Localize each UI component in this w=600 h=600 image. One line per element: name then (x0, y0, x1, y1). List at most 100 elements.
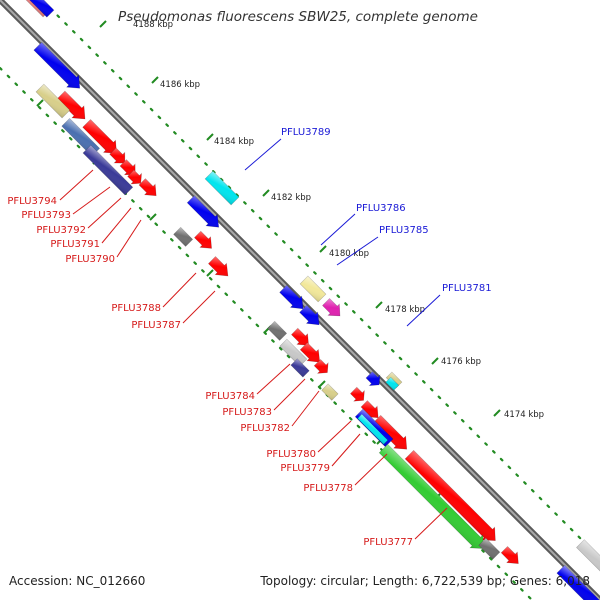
gene-red-e (127, 169, 142, 185)
gene-label-pflu3779: PFLU3779 (280, 463, 330, 474)
gene-shade (57, 91, 86, 119)
gene-label-pflu3787: PFLU3787 (131, 320, 181, 331)
gene-label-pflu3786: PFLU3786 (356, 203, 406, 214)
scale-label: 4186 kbp (160, 80, 200, 90)
gene-features (6, 0, 600, 600)
gene-label-pflu3780: PFLU3780 (266, 449, 316, 460)
gene-inner-blue-3 (279, 284, 304, 310)
gene-label-pflu3783: PFLU3783 (222, 407, 272, 418)
gene-pflu3779 (357, 413, 389, 445)
gene-label-pflu3790: PFLU3790 (65, 254, 115, 265)
gene-inner-blue-6 (556, 564, 600, 600)
genome-summary-text: Topology: circular; Length: 6,722,539 bp… (260, 574, 590, 588)
gene-inner-blue-5 (365, 371, 381, 386)
gene-pflu3788 (173, 226, 194, 247)
ruler-tick (151, 76, 159, 84)
gene-red-g (291, 327, 309, 346)
gene-red-b (82, 119, 117, 154)
gene-shade (576, 539, 600, 588)
scale-label: 4174 kbp (504, 410, 544, 420)
gene-shade (208, 256, 228, 277)
gene-pflu3782 (290, 358, 310, 378)
gene-shade (322, 298, 341, 316)
gene-shade (478, 538, 500, 560)
gene-red-m (404, 449, 496, 541)
reverse-gene-labels: PFLU3794 PFLU3793 PFLU3792 PFLU3791 PFLU… (7, 196, 413, 548)
gene-shade (139, 178, 157, 196)
gene-pflu3794 (35, 83, 71, 119)
label-leader-lines (59, 138, 448, 540)
gene-label-pflu3781: PFLU3781 (442, 283, 492, 294)
gene-label-pflu3778: PFLU3778 (303, 483, 353, 494)
gene-red-h (299, 342, 321, 363)
ruler-tick (493, 409, 501, 417)
gene-label-pflu3785: PFLU3785 (379, 225, 429, 236)
gene-pflu3785 (322, 298, 341, 317)
scale-label: 4176 kbp (441, 357, 481, 367)
gene-shade (299, 305, 320, 325)
gene-inner-blue-1 (33, 41, 81, 89)
gene-red-k (360, 400, 379, 419)
gene-label-pflu3782: PFLU3782 (240, 423, 290, 434)
gene-red-i (313, 359, 329, 374)
accession-text: Accession: NC_012660 (9, 574, 146, 588)
gene-label-pflu3784: PFLU3784 (205, 391, 255, 402)
gene-shade (187, 195, 219, 228)
gene-pflu3788r (194, 230, 212, 249)
gene-shade (372, 415, 407, 450)
gene-shade (28, 0, 54, 18)
gene-label-pflu3789: PFLU3789 (281, 127, 331, 138)
gene-pflu3787 (207, 256, 229, 277)
gene-shade (33, 42, 80, 89)
gene-shade (386, 372, 402, 388)
gene-label-pflu3788: PFLU3788 (111, 303, 161, 314)
gene-shade (279, 285, 304, 309)
ruler-tick (319, 245, 327, 253)
gene-shade (385, 377, 399, 391)
ruler-tick (206, 269, 214, 277)
map-title: Pseudomonas fluorescens SBW25, complete … (118, 9, 478, 25)
gene-shade (36, 84, 70, 118)
gene-shade (279, 339, 307, 367)
ruler-tick (262, 189, 270, 197)
gene-shade (300, 276, 326, 302)
gene-inner-blue-2 (186, 195, 220, 228)
gene-pflu3778 (378, 443, 484, 549)
gene-pflu3777 (478, 537, 501, 560)
gene-shade (127, 170, 142, 185)
gene-pflu3784 (267, 320, 288, 341)
scale-label: 4178 kbp (385, 305, 425, 315)
scale-labels: 4188 kbp 4186 kbp 4184 kbp 4182 kbp 4180… (133, 20, 544, 420)
gene-shade (194, 231, 212, 249)
gene-shade (321, 383, 339, 401)
ruler-tick (99, 20, 107, 28)
gene-shade (205, 171, 239, 205)
gene-shade (379, 444, 484, 549)
ruler-tick (149, 213, 157, 221)
gene-pflu3789 (204, 170, 240, 206)
ruler-tick (206, 133, 214, 141)
gene-shade (109, 147, 125, 164)
ruler-tick (36, 99, 44, 107)
ruler-tick (318, 380, 326, 388)
ruler-tick (431, 357, 439, 365)
ruler-dotted-line (40, 0, 600, 560)
gene-inner-blue-4 (299, 304, 320, 326)
gene-shade (82, 145, 133, 196)
gene-shade (173, 227, 193, 247)
gene-top-blue (28, 0, 55, 18)
gene-pflu3780 (321, 383, 339, 401)
gene-red-f (138, 178, 157, 197)
gene-shade (290, 358, 310, 378)
gene-shade (357, 414, 388, 445)
scale-label: 4180 kbp (329, 249, 369, 259)
gene-red-j (350, 386, 365, 402)
gene-shade (82, 119, 117, 154)
gene-label-pflu3791: PFLU3791 (50, 239, 100, 250)
gene-pflu3781b (385, 376, 400, 391)
gene-shade (267, 321, 287, 341)
scale-label: 4188 kbp (133, 20, 173, 30)
gene-shade (501, 546, 519, 564)
